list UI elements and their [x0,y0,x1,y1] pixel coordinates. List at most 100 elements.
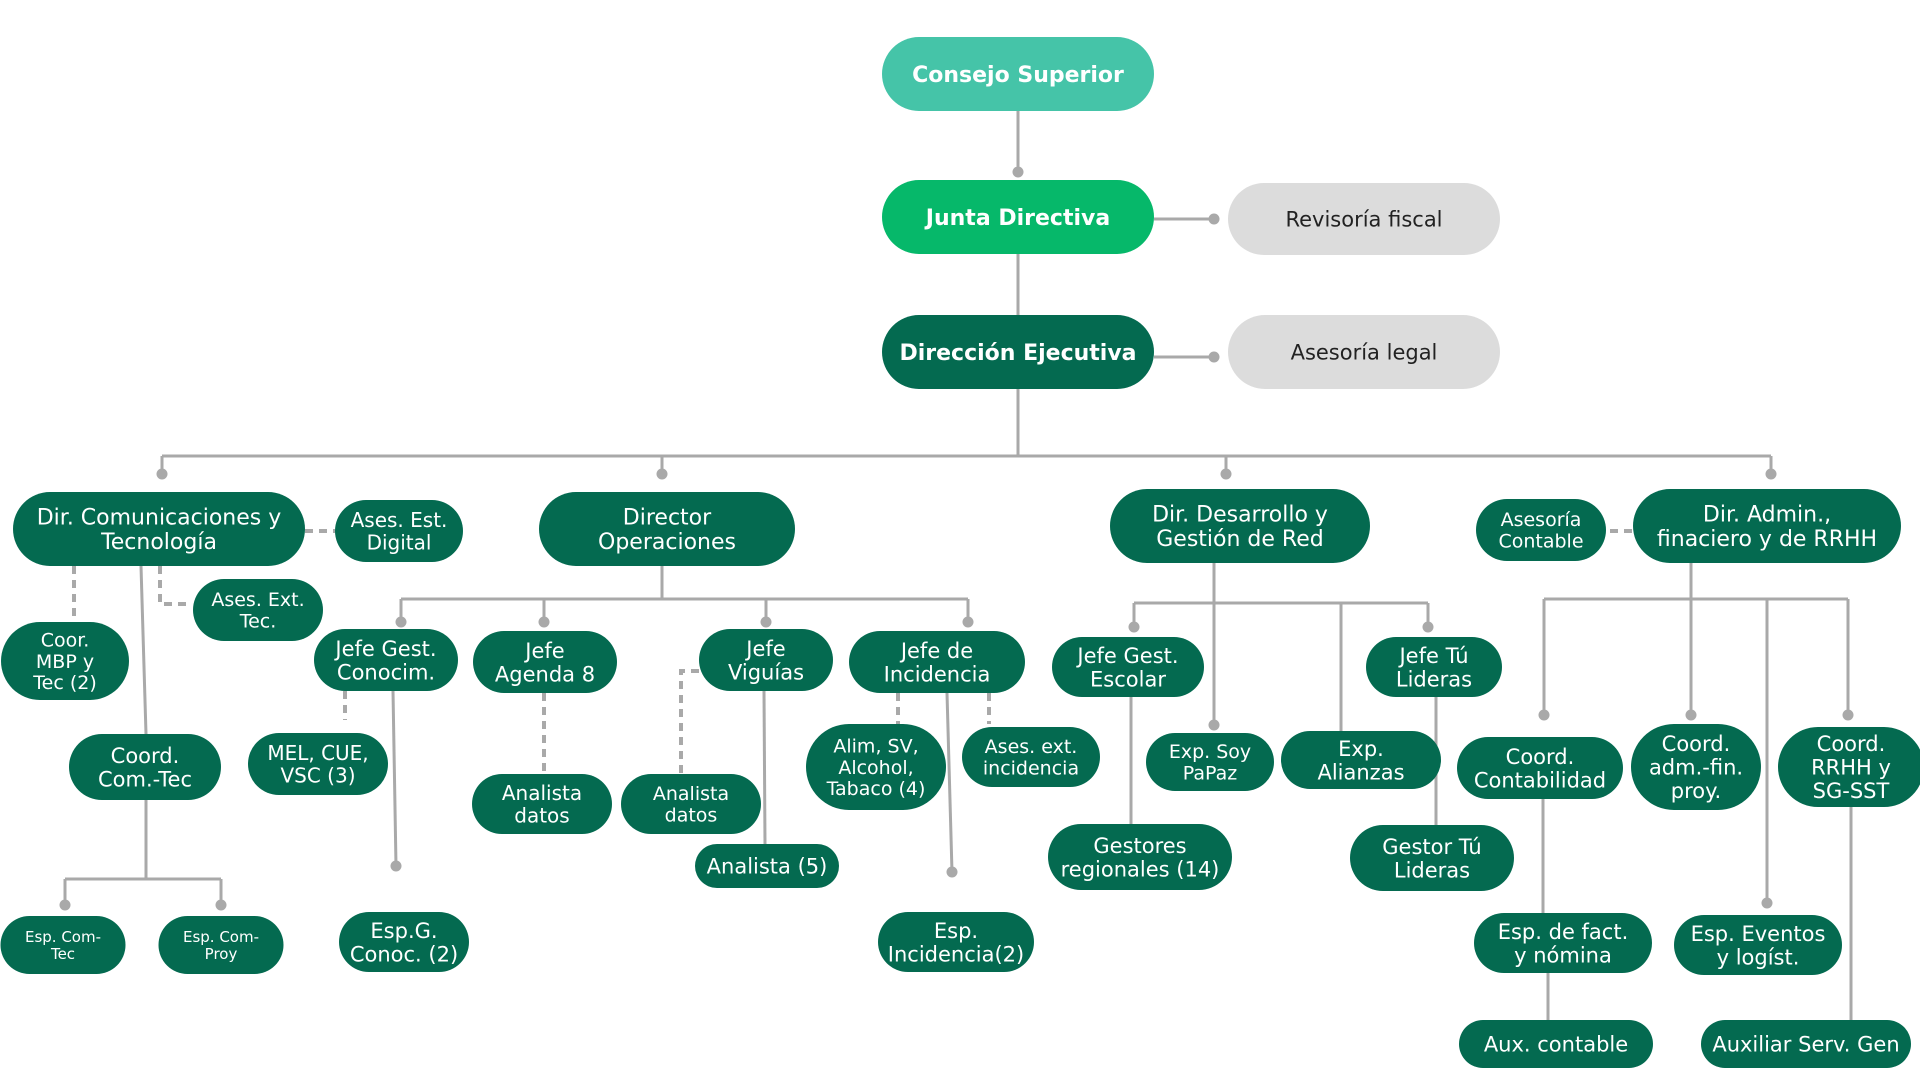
node-label: Esp.G. [370,919,437,943]
node-label: Conocim. [337,660,435,684]
org-node-aux-serv: Auxiliar Serv. Gen [1701,1020,1911,1068]
node-label: Jefe de [899,639,973,663]
connector-dot [59,899,71,911]
node-label: Ases. ext. [985,736,1078,758]
node-box [1228,183,1500,255]
connector-line [139,565,148,735]
node-box [158,916,284,974]
node-label: Analista [502,781,582,805]
node-label: Coord. [1662,732,1731,756]
node-label: Tec. [239,610,277,632]
node-box [193,579,323,641]
org-node-coord-com-tec: Coord.Com.-Tec [69,734,221,800]
node-box [621,774,761,834]
connector-dot [1208,351,1220,363]
org-node-esp-com-tec: Esp. Com-Tec [0,916,126,974]
node-label: Incidencia(2) [888,942,1024,966]
node-label: Gestores [1093,834,1186,858]
node-label: Gestión de Red [1156,527,1323,552]
node-label: Consejo Superior [912,63,1124,88]
dashed-connector [158,566,192,606]
node-label: regionales (14) [1061,857,1220,881]
node-label: Digital [367,530,432,554]
node-label: Dirección Ejecutiva [899,341,1136,366]
connector-dot [215,899,227,911]
node-box [1474,913,1652,973]
connector-dot [1422,621,1434,633]
org-node-aux-cont: Aux. contable [1459,1020,1653,1068]
org-node-esp-inc: Esp.Incidencia(2) [878,912,1034,972]
org-node-ases-est: Ases. Est.Digital [335,500,463,562]
org-node-ases-ext-inc: Ases. ext.incidencia [962,727,1100,787]
node-label: Jefe Gest. [1075,644,1178,668]
node-label: Alcohol, [838,757,913,779]
node-label: finaciero y de RRHH [1657,527,1877,552]
node-box [1631,724,1761,810]
node-box [806,724,946,810]
org-node-esp-fact: Esp. de fact.y nómina [1474,913,1652,973]
node-label: adm.-fin. [1649,756,1743,780]
node-label: Director [623,506,712,531]
connector-dot [1128,621,1140,633]
node-label: MEL, CUE, [267,741,368,765]
node-label: datos [665,804,718,826]
node-label: Com.-Tec [98,767,192,791]
org-node-coord-adm: Coord.adm.-fin.proy. [1631,724,1761,810]
node-label: Incidencia [884,662,991,686]
node-box [69,734,221,800]
node-label: Asesoría legal [1291,341,1438,365]
node-label: Tec (2) [32,672,96,694]
node-label: Lideras [1394,858,1470,882]
node-label: Jefe Gest. [333,637,436,661]
node-box [699,629,833,691]
node-box [339,912,469,972]
node-label: Ases. Ext. [211,589,304,611]
node-label: PaPaz [1183,762,1237,784]
node-box [1,622,129,700]
node-label: Analista (5) [707,855,828,879]
node-box [539,492,795,566]
org-node-exp-alianzas: Exp.Alianzas [1281,731,1441,789]
connector-dot [395,616,407,628]
node-label: Asesoría [1501,509,1582,531]
connector-dot [156,468,168,480]
node-box [1146,733,1274,791]
connector-dot [390,860,402,872]
node-box [695,844,839,888]
node-label: Contabilidad [1474,768,1606,792]
node-label: Jefe Tú [1397,644,1468,668]
node-label: Alianzas [1317,760,1404,784]
node-box [1459,1020,1653,1068]
node-box [248,733,388,795]
node-label: Revisoría fiscal [1285,208,1442,232]
node-label: Esp. Com- [25,928,101,946]
node-box [1366,637,1502,697]
connector-line [762,690,767,845]
org-node-esp-g: Esp.G.Conoc. (2) [339,912,469,972]
node-label: Tecnología [100,530,217,555]
node-label: Auxiliar Serv. Gen [1712,1033,1899,1057]
connector-dot [1761,897,1773,909]
org-node-jefe-escolar: Jefe Gest.Escolar [1052,637,1204,697]
node-label: Jefe [523,639,564,663]
node-box [1048,824,1232,890]
org-node-esp-com-proy: Esp. Com-Proy [158,916,284,974]
node-box [849,631,1025,693]
node-label: Agenda 8 [495,662,595,686]
connector-dot [538,616,550,628]
node-label: Jefe [744,637,785,661]
connector-dot [1538,709,1550,721]
node-label: Esp. Eventos [1691,922,1826,946]
connector-dot [1012,166,1024,178]
node-box [1350,825,1514,891]
